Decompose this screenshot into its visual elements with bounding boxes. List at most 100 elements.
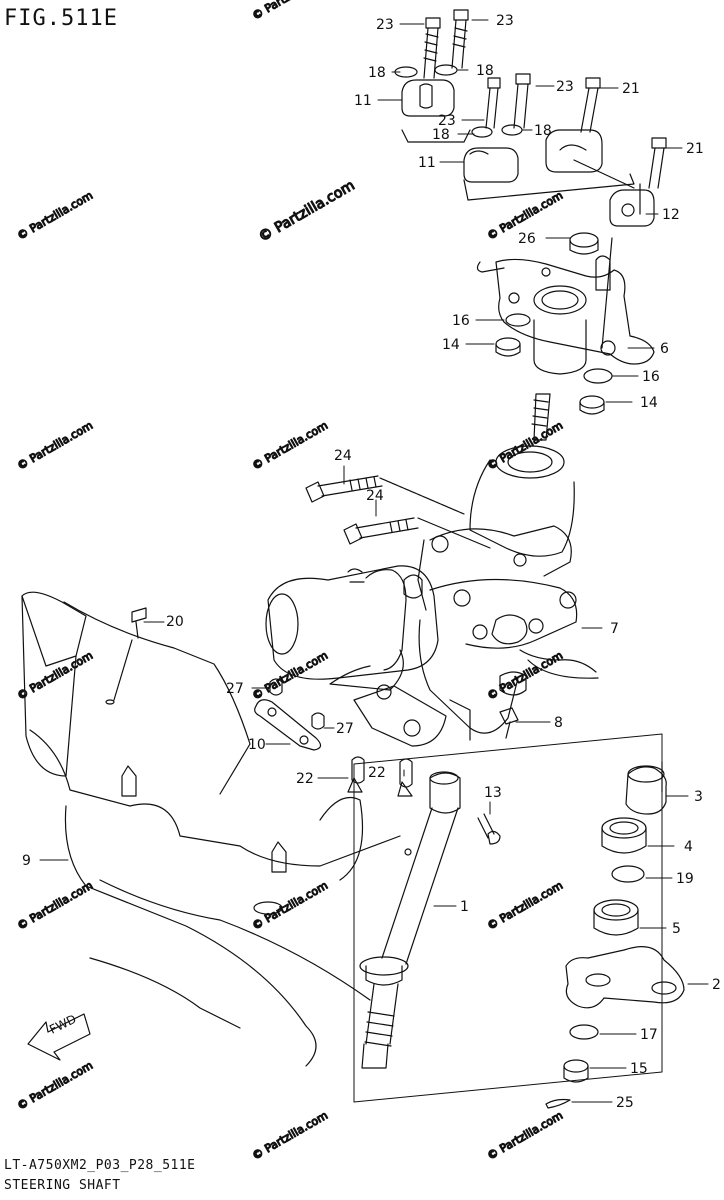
callout-17[interactable]: 17 (640, 1027, 658, 1043)
callout-14[interactable]: 14 (640, 395, 658, 411)
callout-5[interactable]: 5 (672, 921, 681, 937)
callout-11[interactable]: 11 (354, 93, 372, 109)
clip-20-part (131, 607, 147, 639)
callout-23[interactable]: 23 (438, 113, 456, 129)
holder-11-part (463, 147, 519, 183)
callout-18[interactable]: 18 (476, 63, 494, 79)
callout-18[interactable]: 18 (432, 127, 450, 143)
callout-7[interactable]: 7 (610, 621, 619, 637)
callout-21[interactable]: 21 (686, 141, 704, 157)
bolt-24-part (343, 517, 491, 549)
bolt-23-part (423, 17, 441, 79)
bolt-22-part (397, 758, 413, 797)
circlip-19-part (611, 865, 645, 883)
callout-3[interactable]: 3 (694, 789, 703, 805)
nut-15-part (563, 1059, 589, 1083)
leader-line (463, 173, 635, 201)
fwd-arrow: FWD (27, 1012, 91, 1061)
nut-26-part (569, 232, 599, 248)
bolt-23-part (451, 9, 469, 69)
holder-11-part (401, 79, 455, 117)
leader-lines (39, 19, 709, 1103)
nut-27-part (311, 712, 325, 730)
callout-23[interactable]: 23 (376, 17, 394, 33)
callout-13[interactable]: 13 (484, 785, 502, 801)
watermark: © Partzilla.com (15, 419, 95, 473)
callout-8[interactable]: 8 (554, 715, 563, 731)
leader-bracket (353, 733, 663, 1103)
callout-21[interactable]: 21 (622, 81, 640, 97)
callout-22[interactable]: 22 (368, 765, 386, 781)
leader-line (113, 639, 133, 701)
callout-23[interactable]: 23 (556, 79, 574, 95)
seal-5-part (593, 899, 639, 936)
bracket-6-part (476, 232, 655, 375)
watermark: © Partzilla.com (485, 879, 565, 933)
callout-23[interactable]: 23 (496, 13, 514, 29)
callout-26[interactable]: 26 (518, 231, 536, 247)
callout-18[interactable]: 18 (368, 65, 386, 81)
watermark: © Partzilla.com (250, 1109, 330, 1163)
cover-9-part (21, 591, 401, 1067)
callout-10[interactable]: 10 (248, 737, 266, 753)
washer-16-part (505, 313, 531, 327)
watermark: © Partzilla.com (250, 879, 330, 933)
leader-line (401, 129, 471, 143)
watermark: © Partzilla.com (15, 879, 95, 933)
seal-4-part (601, 817, 647, 854)
watermark: © Partzilla.com (15, 189, 95, 243)
callout-6[interactable]: 6 (660, 341, 669, 357)
callout-14[interactable]: 14 (442, 337, 460, 353)
callout-16[interactable]: 16 (452, 313, 470, 329)
cotter-pin-25-part (545, 1098, 571, 1109)
model-code: LT-A750XM2_P03_P28_511E (4, 1158, 196, 1173)
bolt-23-part (513, 73, 531, 129)
watermark: © Partzilla.com (15, 1059, 95, 1113)
bolt-22-part (347, 756, 365, 793)
washer-18-part (434, 64, 458, 76)
washer-18-part (501, 124, 523, 136)
callout-9[interactable]: 9 (22, 853, 31, 869)
bracket-10-part (254, 678, 325, 751)
callout-20[interactable]: 20 (166, 614, 184, 630)
watermark: © Partzilla.com (250, 419, 330, 473)
callout-22[interactable]: 22 (296, 771, 314, 787)
callout-27[interactable]: 27 (336, 721, 354, 737)
callout-18[interactable]: 18 (534, 123, 552, 139)
nut-27-part (269, 678, 283, 696)
arm-2-part (565, 946, 685, 1009)
callout-12[interactable]: 12 (662, 207, 680, 223)
bushing-3-part (625, 766, 667, 815)
watermark: © Partzilla.com (256, 178, 358, 246)
callout-25[interactable]: 25 (616, 1095, 634, 1111)
callout-labels: 23 23 18 18 11 23 23 21 18 18 11 21 12 2… (22, 13, 721, 1111)
bolt-13-part (477, 813, 501, 845)
figure-title: FIG.511E (4, 6, 118, 31)
bolt-21-part (580, 77, 601, 133)
watermark: © Partzilla.com (15, 649, 95, 703)
washer-18-part (471, 126, 493, 138)
figure-name: STEERING SHAFT (4, 1178, 121, 1193)
watermark: © Partzilla.com (485, 1109, 565, 1163)
holder-12-part (609, 189, 655, 227)
bolt-8-part (499, 707, 519, 739)
callout-27[interactable]: 27 (226, 681, 244, 697)
nut-14-part (579, 395, 605, 409)
bolt-21-part (648, 137, 667, 189)
callout-24[interactable]: 24 (334, 448, 352, 464)
power-steering-unit-7-part (265, 393, 599, 747)
bolt-24-part (305, 475, 465, 515)
nut-14-part (495, 337, 521, 351)
callout-2[interactable]: 2 (712, 977, 721, 993)
callout-16[interactable]: 16 (642, 369, 660, 385)
callout-1[interactable]: 1 (460, 899, 469, 915)
callout-15[interactable]: 15 (630, 1061, 648, 1077)
callout-24[interactable]: 24 (366, 488, 384, 504)
callout-19[interactable]: 19 (676, 871, 694, 887)
handlebar-holder-group (394, 9, 667, 349)
callout-4[interactable]: 4 (684, 839, 693, 855)
leader-line (601, 237, 613, 349)
callout-11[interactable]: 11 (418, 155, 436, 171)
